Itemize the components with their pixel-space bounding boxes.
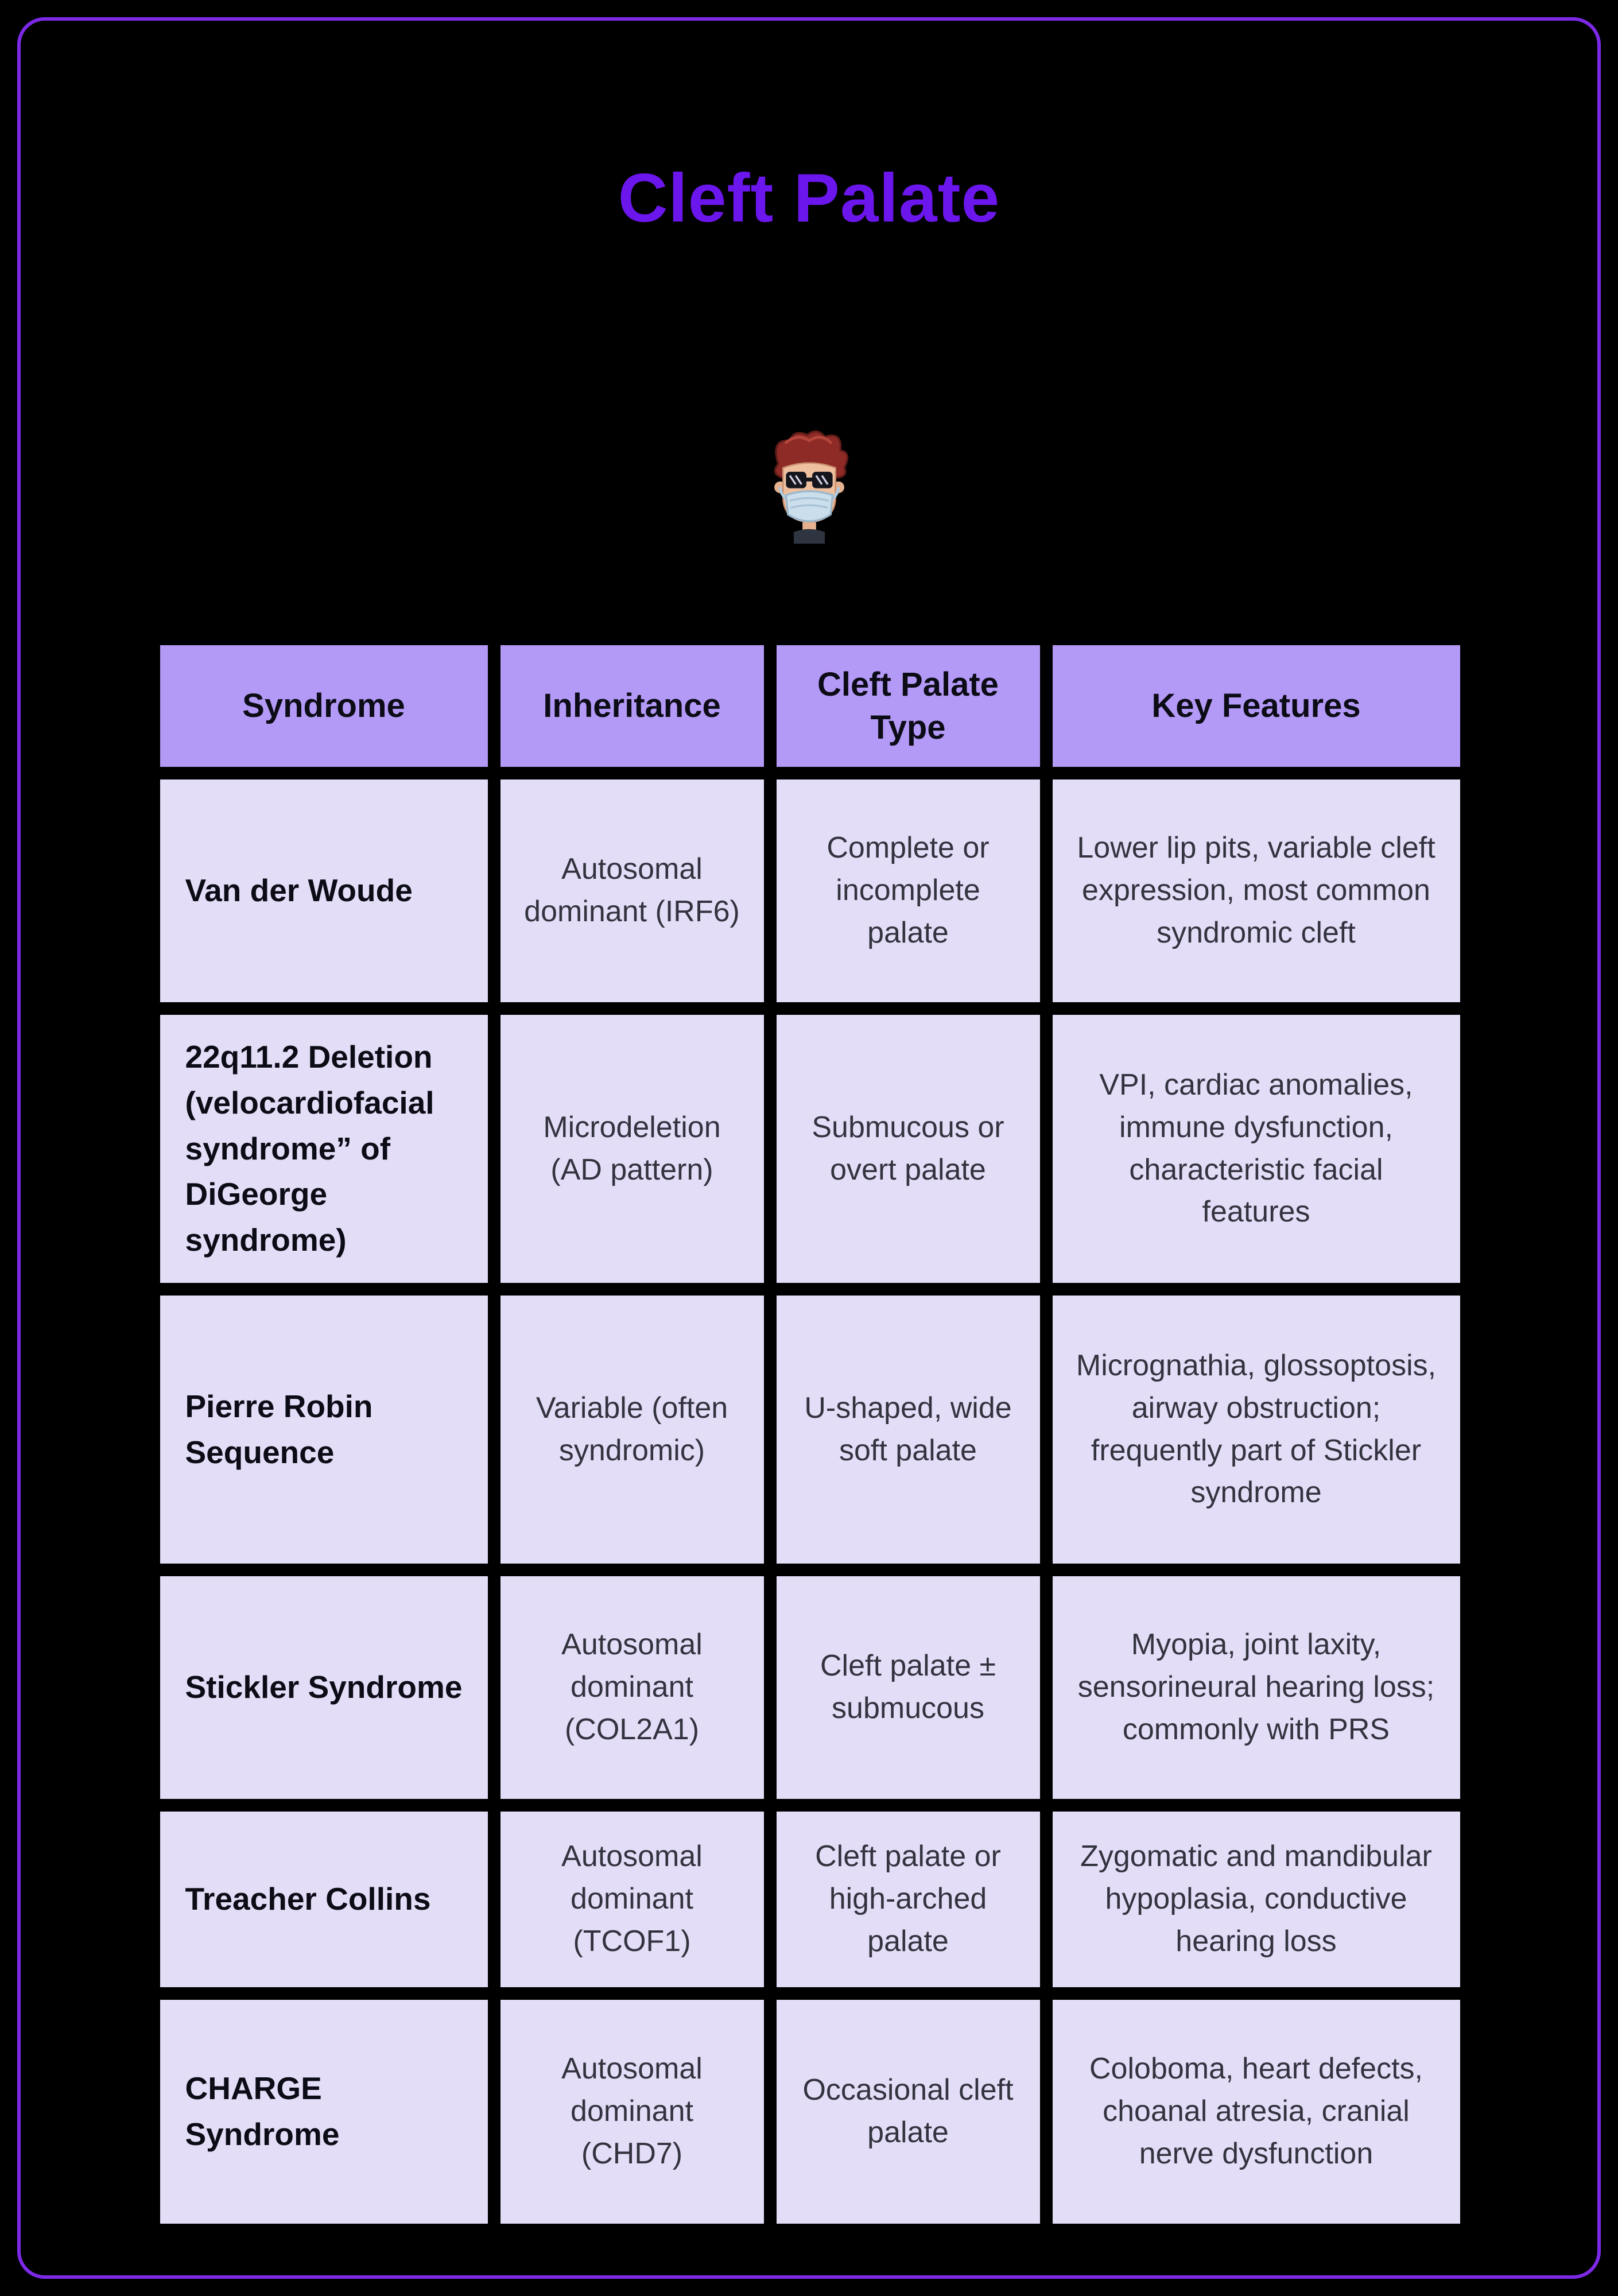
table-cell-syndrome: 22q11.2 Deletion (velocardiofacial syndr… xyxy=(160,1015,488,1283)
column-header-cleft-type: Cleft Palate Type xyxy=(776,645,1040,767)
mascot-icon xyxy=(21,427,1597,553)
page-title: Cleft Palate xyxy=(618,160,1000,236)
table-cell-cleft-type: U-shaped, wide soft palate xyxy=(776,1296,1040,1564)
page-frame: Cleft Palate Sy xyxy=(17,17,1601,2279)
table-cell-cleft-type: Cleft palate ± submucous xyxy=(776,1576,1040,1799)
table-cell-key-features: VPI, cardiac anomalies, immune dysfuncti… xyxy=(1052,1015,1460,1283)
table-cell-inheritance: Microdeletion (AD pattern) xyxy=(500,1015,764,1283)
table-cell-inheritance: Autosomal dominant (TCOF1) xyxy=(500,1812,764,1987)
table-cell-key-features: Micrognathia, glossoptosis, airway obstr… xyxy=(1052,1296,1460,1564)
table-cell-syndrome: Pierre Robin Sequence xyxy=(160,1296,488,1564)
table-cell-cleft-type: Complete or incomplete palate xyxy=(776,779,1040,1002)
column-header-syndrome: Syndrome xyxy=(160,645,488,767)
table-cell-key-features: Myopia, joint laxity, sensorineural hear… xyxy=(1052,1576,1460,1799)
table-cell-syndrome: Treacher Collins xyxy=(160,1812,488,1987)
table-cell-inheritance: Autosomal dominant (CHD7) xyxy=(500,2000,764,2224)
table-cell-inheritance: Autosomal dominant (COL2A1) xyxy=(500,1576,764,1799)
table-cell-inheritance: Autosomal dominant (IRF6) xyxy=(500,779,764,1002)
table-cell-syndrome: Van der Woude xyxy=(160,779,488,1002)
column-header-key-features: Key Features xyxy=(1052,645,1460,767)
table-cell-key-features: Lower lip pits, variable cleft expressio… xyxy=(1052,779,1460,1002)
table-cell-syndrome: Stickler Syndrome xyxy=(160,1576,488,1799)
table-cell-cleft-type: Cleft palate or high-arched palate xyxy=(776,1812,1040,1987)
table-cell-key-features: Coloboma, heart defects, choanal atresia… xyxy=(1052,2000,1460,2224)
table-cell-cleft-type: Submucous or overt palate xyxy=(776,1015,1040,1283)
table-cell-syndrome: CHARGE Syndrome xyxy=(160,2000,488,2224)
table-cell-cleft-type: Occasional cleft palate xyxy=(776,2000,1040,2224)
table-cell-inheritance: Variable (often syndromic) xyxy=(500,1296,764,1564)
syndrome-table: Syndrome Inheritance Cleft Palate Type K… xyxy=(160,645,1460,2224)
table-cell-key-features: Zygomatic and mandibular hypoplasia, con… xyxy=(1052,1812,1460,1987)
column-header-inheritance: Inheritance xyxy=(500,645,764,767)
